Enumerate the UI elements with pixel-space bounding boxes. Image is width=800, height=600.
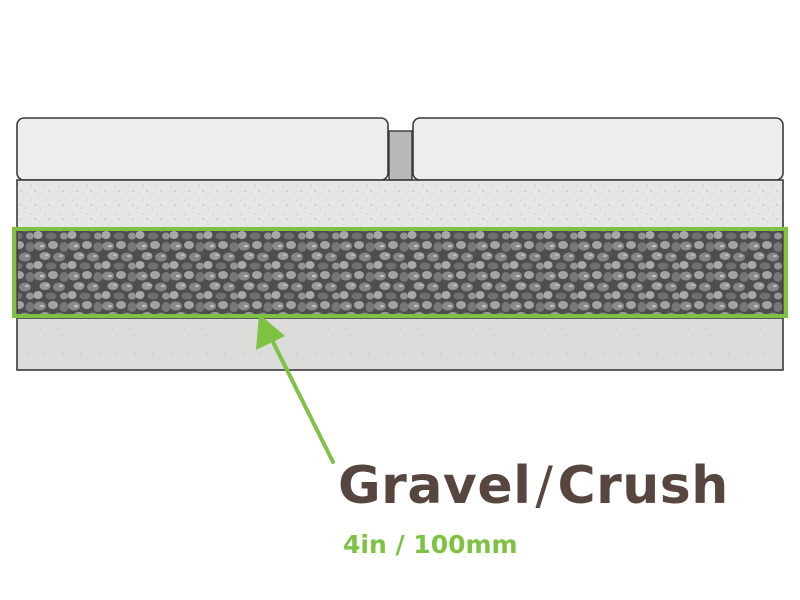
callout-arrow-line <box>267 332 335 464</box>
paver-joint <box>388 130 413 181</box>
callout-arrowhead <box>256 314 285 350</box>
gravel-highlight-outline <box>12 227 788 318</box>
subbase-layer <box>16 317 784 371</box>
layer-thickness-label: 4in / 100mm <box>343 530 518 559</box>
layer-name-separator: / <box>535 456 554 516</box>
paver-slab-right <box>412 117 784 181</box>
gravel-layer <box>16 229 784 317</box>
paver-slab-left <box>16 117 389 181</box>
layer-name-part-1: Gravel <box>338 456 532 516</box>
layer-name-label: Gravel/Crush <box>338 456 729 516</box>
layer-name-part-2: Crush <box>557 456 729 516</box>
bedding-layer <box>16 179 784 231</box>
